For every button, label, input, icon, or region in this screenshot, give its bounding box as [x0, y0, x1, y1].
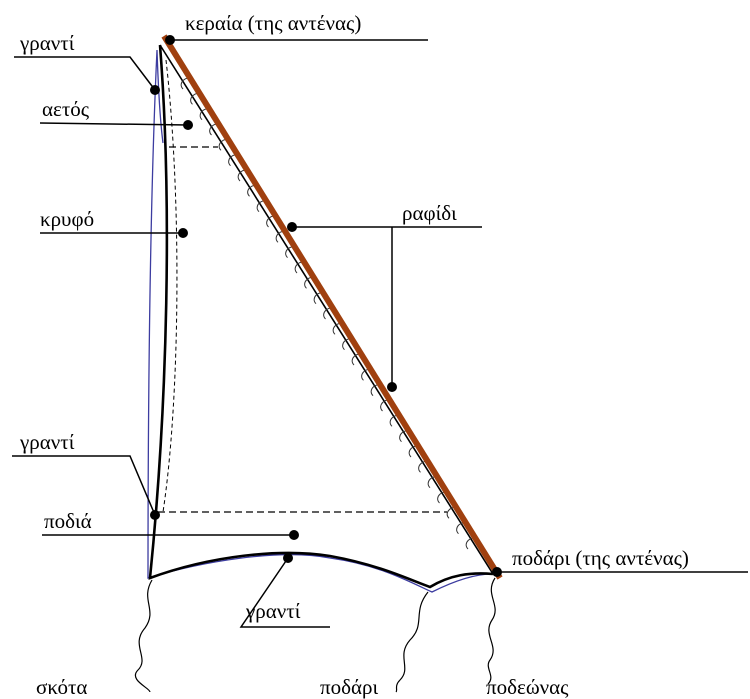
label-podeonas: ποδεώνας	[486, 675, 569, 699]
label-granti-top: γραντί	[19, 31, 75, 55]
podari-rope	[395, 591, 429, 693]
leader-lines	[12, 39, 748, 628]
label-podari: ποδάρι	[320, 675, 378, 699]
label-rafidi: ραφίδι	[402, 201, 457, 225]
sail-body	[148, 44, 494, 589]
label-podia: ποδιά	[44, 509, 92, 533]
label-granti-mid: γραντί	[19, 430, 75, 454]
podeonas-rope	[487, 577, 496, 685]
antenna-yard	[161, 34, 503, 580]
sail-outline-blue	[147, 49, 493, 593]
label-dots	[150, 35, 502, 577]
label-aetos: αετός	[42, 97, 90, 121]
skota-rope	[135, 579, 153, 693]
label-granti-bottom: γραντί	[245, 599, 301, 623]
dashed-hem	[162, 59, 178, 513]
rope-ends	[135, 577, 496, 693]
label-skota: σκότα	[36, 675, 87, 699]
label-kryfo: κρυφό	[40, 207, 94, 231]
label-keraia: κεραία (της αντένας)	[185, 11, 361, 35]
label-podari-antenas: ποδάρι (της αντένας)	[512, 546, 689, 570]
